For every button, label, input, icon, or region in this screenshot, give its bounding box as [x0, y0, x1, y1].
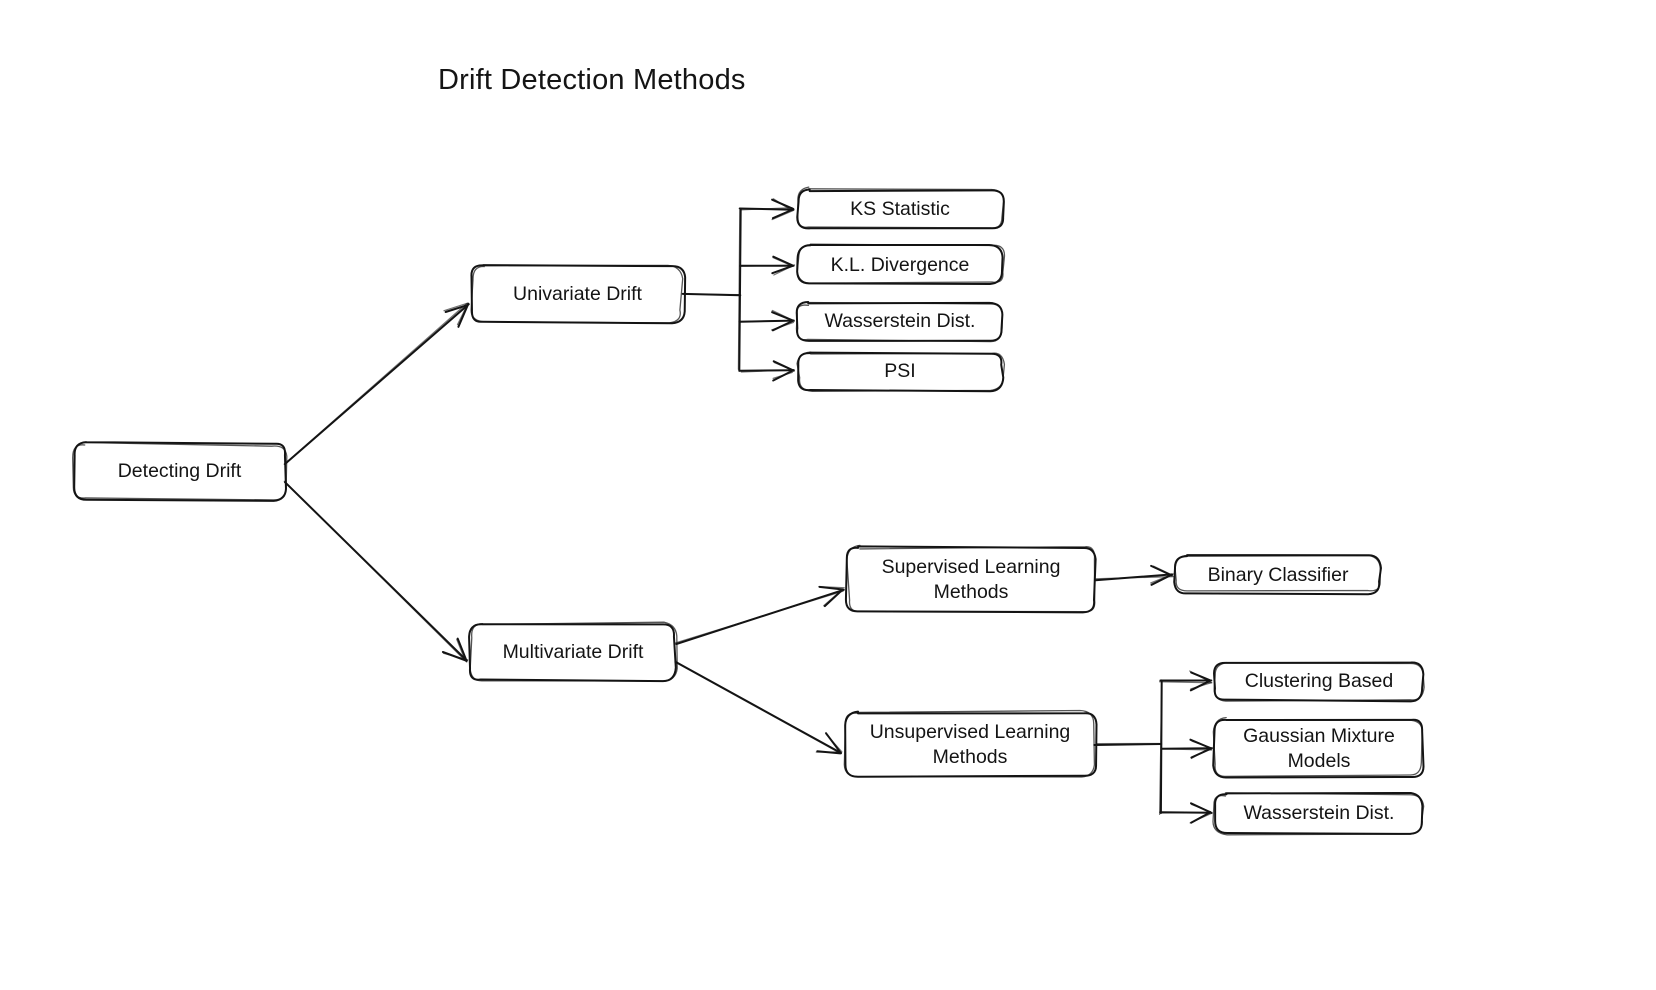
node-unsupervised-learning[interactable]: Unsupervised Learning Methods	[843, 709, 1098, 778]
node-outline-ks-statistic	[796, 186, 1005, 230]
node-outline-unsupervised-learning	[843, 709, 1098, 778]
node-supervised-learning[interactable]: Supervised Learning Methods	[844, 544, 1097, 614]
node-ks-statistic[interactable]: KS Statistic	[796, 186, 1005, 230]
node-gaussian-mixture-models[interactable]: Gaussian Mixture Models	[1212, 716, 1425, 779]
node-binary-classifier[interactable]: Binary Classifier	[1173, 554, 1382, 596]
node-outline-wasserstein-dist-multi	[1212, 791, 1425, 836]
node-outline-kl-divergence	[796, 243, 1006, 285]
node-wasserstein-dist-uni[interactable]: Wasserstein Dist.	[795, 301, 1004, 343]
node-psi[interactable]: PSI	[796, 351, 1006, 393]
node-detecting-drift[interactable]: Detecting Drift	[72, 441, 288, 502]
node-outline-multivariate-drift	[468, 621, 678, 683]
node-outline-univariate-drift	[470, 264, 687, 325]
node-outline-binary-classifier	[1173, 554, 1382, 596]
node-multivariate-drift[interactable]: Multivariate Drift	[468, 621, 678, 683]
node-univariate-drift[interactable]: Univariate Drift	[470, 264, 687, 325]
node-outline-gaussian-mixture-models	[1212, 716, 1425, 779]
node-clustering-based[interactable]: Clustering Based	[1213, 661, 1425, 703]
node-outline-clustering-based	[1213, 661, 1425, 703]
node-kl-divergence[interactable]: K.L. Divergence	[796, 243, 1006, 285]
edges-group	[283, 198, 1213, 824]
page-title: Drift Detection Methods	[438, 64, 746, 96]
node-outline-psi	[796, 351, 1006, 393]
node-outline-wasserstein-dist-uni	[795, 301, 1004, 343]
node-outline-detecting-drift	[72, 441, 288, 502]
node-outline-supervised-learning	[844, 544, 1097, 614]
node-wasserstein-dist-multi[interactable]: Wasserstein Dist.	[1212, 791, 1425, 836]
